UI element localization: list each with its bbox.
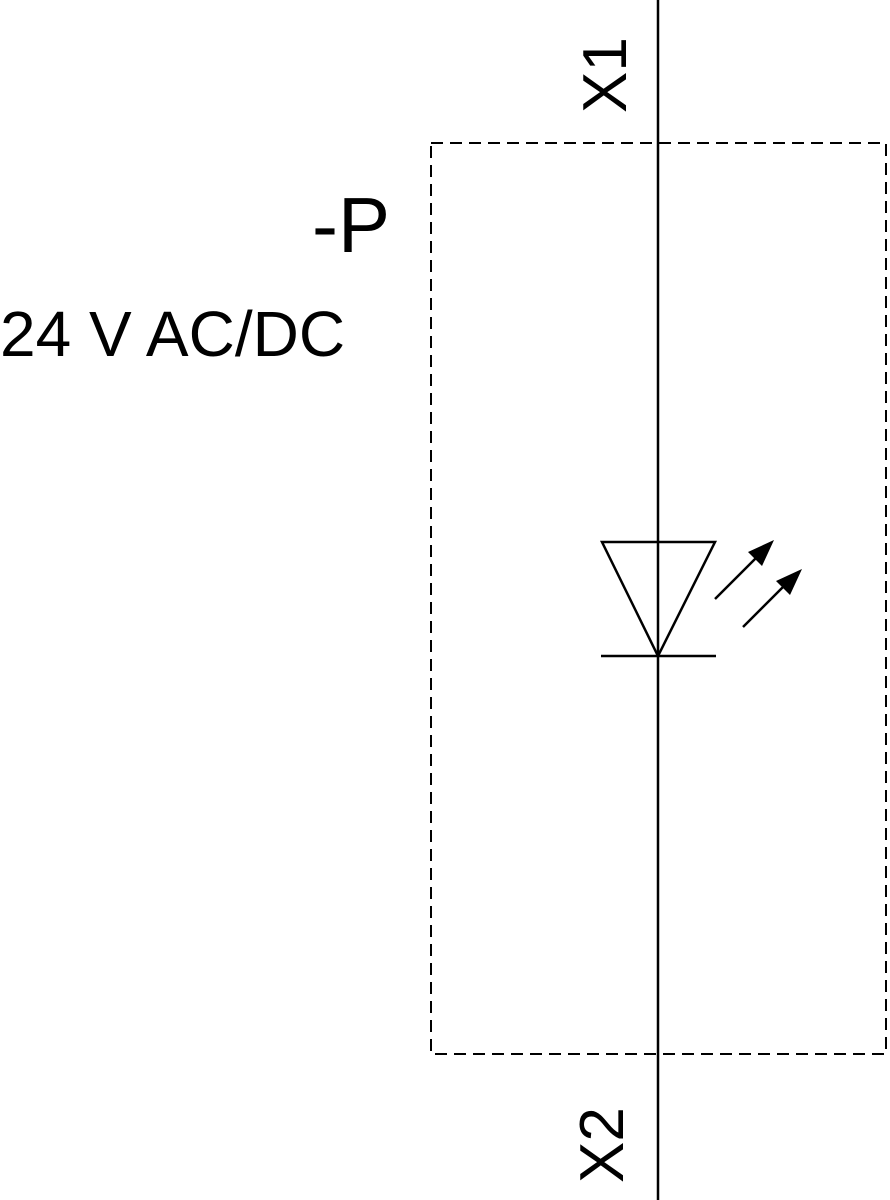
terminal-x1-label: X1 [571, 37, 640, 113]
voltage-rating: 24 V AC/DC [0, 298, 346, 370]
diode-triangle [599, 540, 718, 659]
terminal-x2-label: X2 [568, 1107, 637, 1183]
component-designation: -P [312, 181, 390, 269]
led-icon [599, 540, 802, 659]
light-emission-arrows-icon [714, 540, 802, 628]
